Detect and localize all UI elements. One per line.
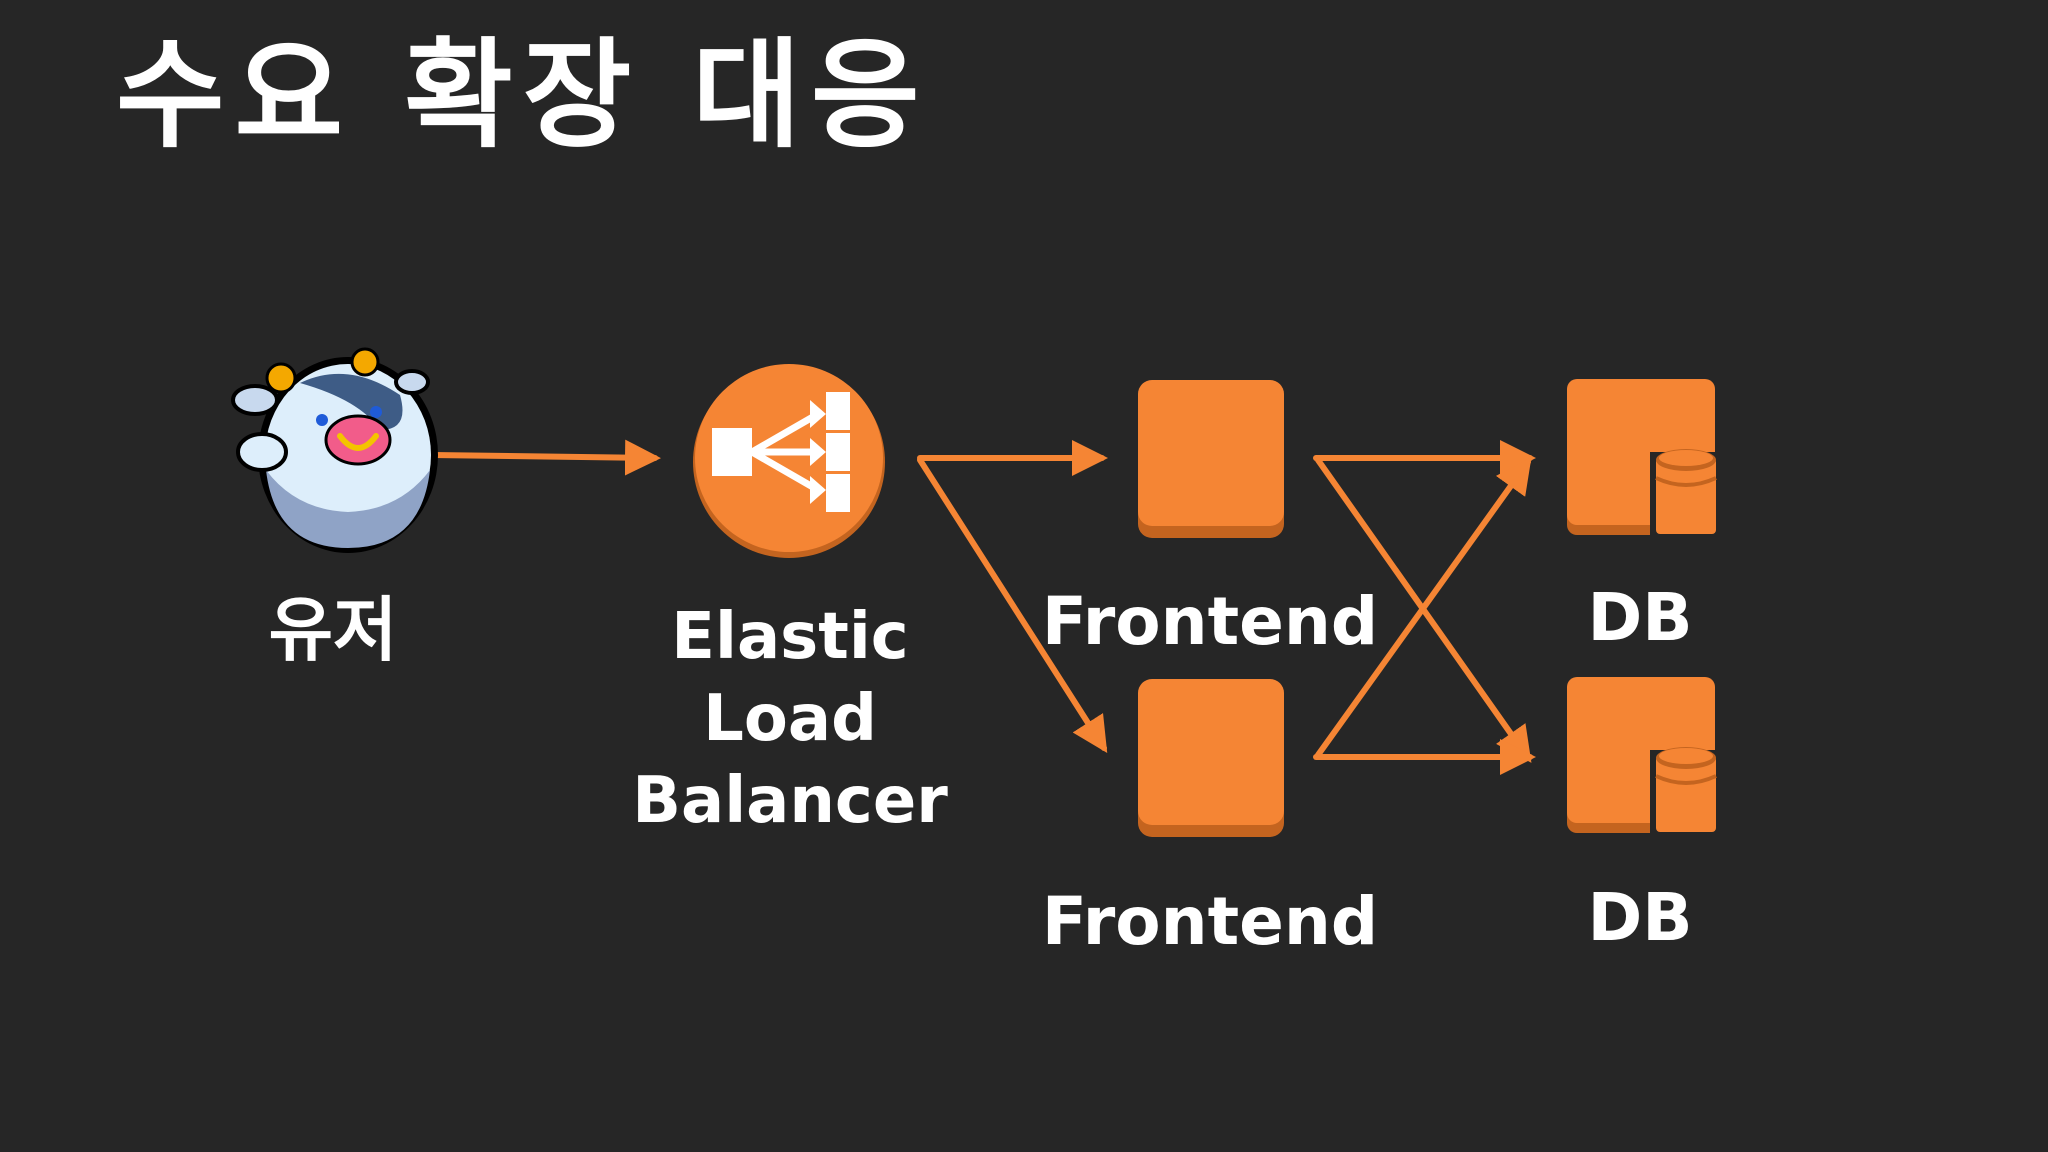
user-label: 유저: [268, 589, 398, 671]
edge-user-to-elb: [429, 439, 661, 476]
db-1-label: DB: [1587, 579, 1693, 656]
frontend-2-instance-icon: [1138, 679, 1284, 837]
slide-title: 수요 확장 대응: [116, 26, 930, 164]
db-2-database-icon: [1567, 677, 1717, 835]
frontend-2-label: Frontend: [1041, 883, 1379, 960]
load-balancer-icon: [693, 364, 885, 558]
edge-elb-to-frontend-2: [917, 457, 1108, 754]
db-2-label: DB: [1587, 879, 1693, 956]
elb-label: Elastic Load Balancer: [632, 600, 948, 838]
edges: [429, 439, 1536, 775]
cow-mascot-icon: [231, 347, 438, 553]
frontend-1-label: Frontend: [1041, 583, 1379, 660]
edge-frontend-2-to-db-1: [1315, 457, 1532, 758]
frontend-1-instance-icon: [1138, 380, 1284, 538]
db-1-database-icon: [1567, 379, 1717, 537]
